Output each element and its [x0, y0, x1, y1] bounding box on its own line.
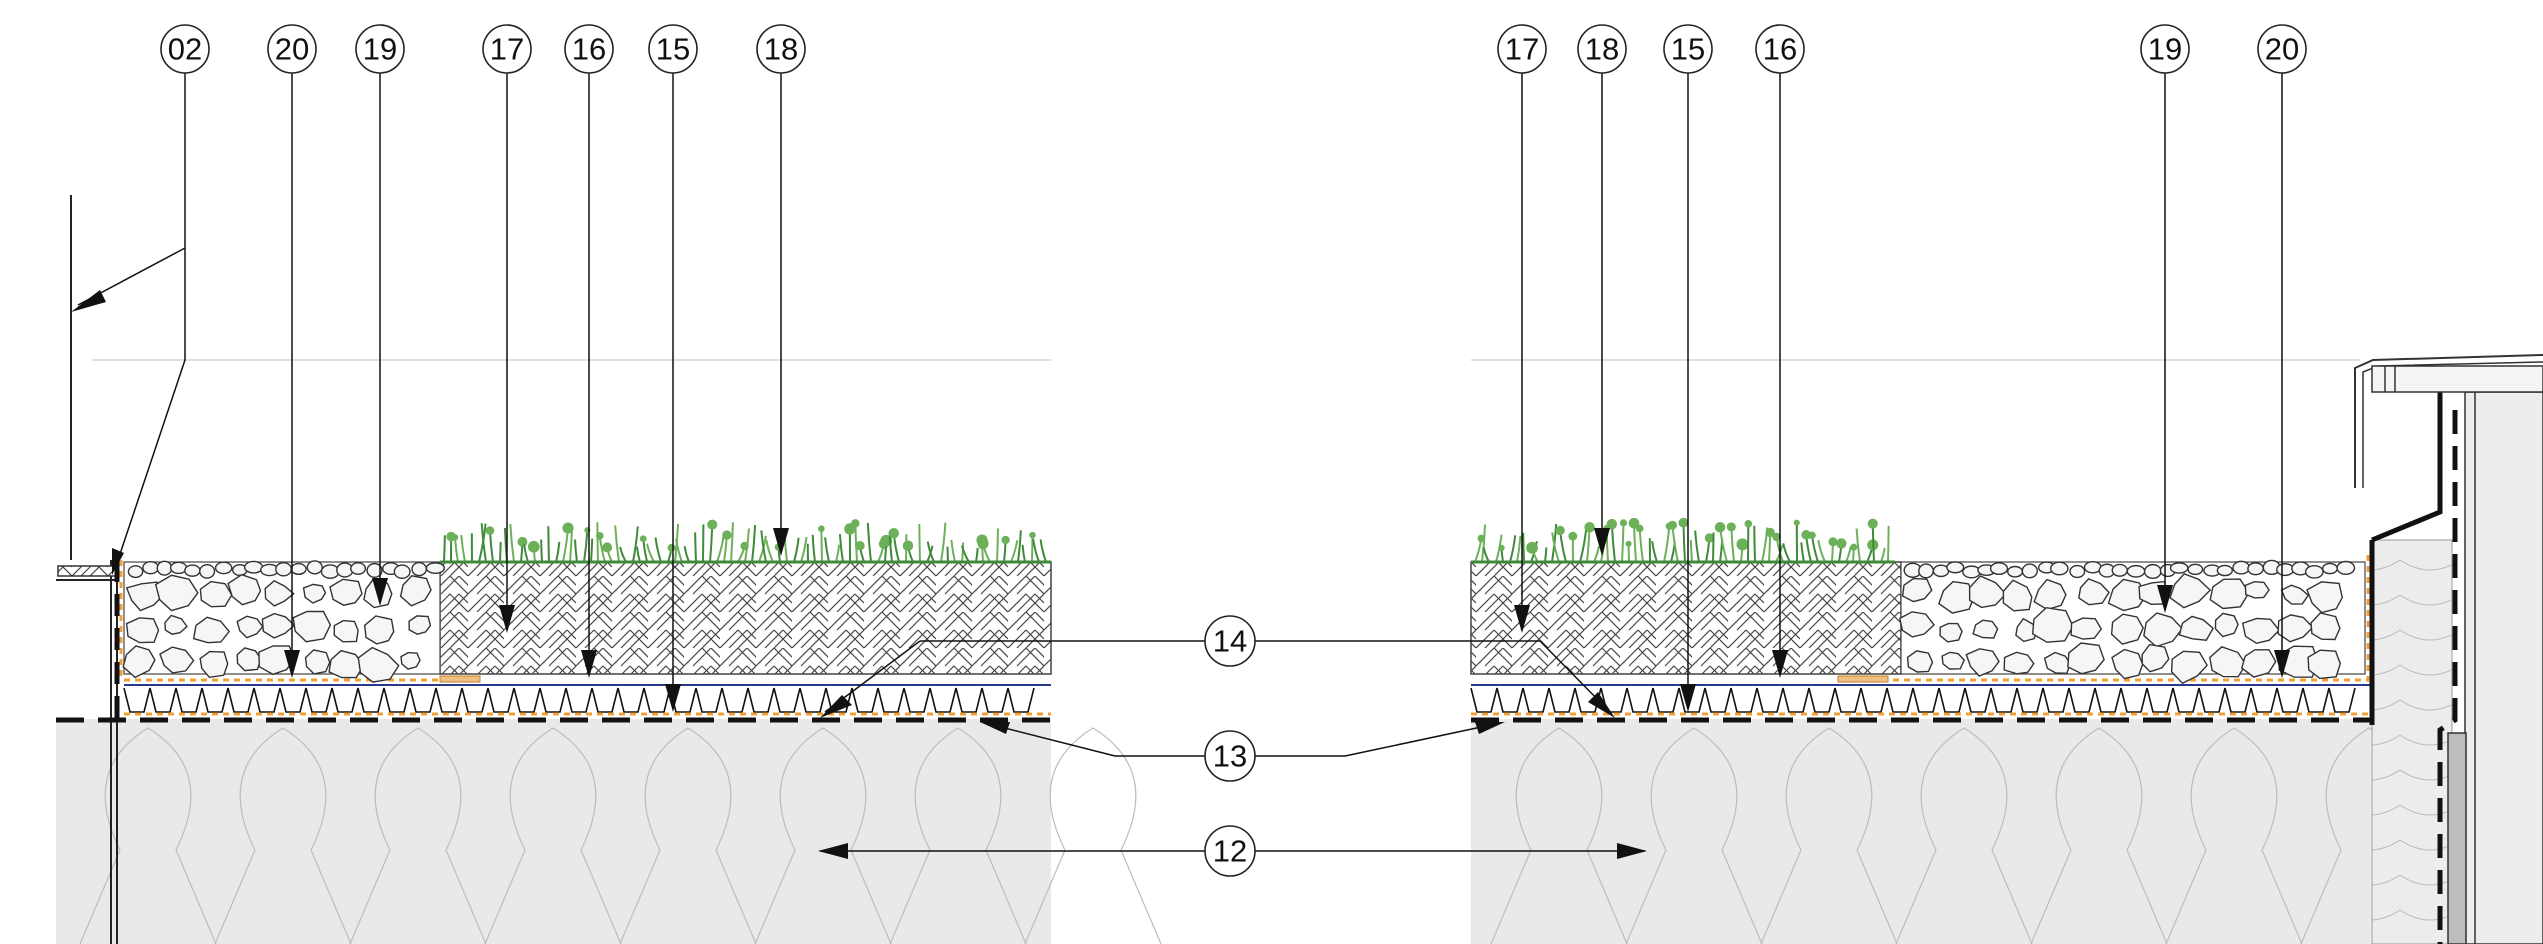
callout-02: 02	[160, 24, 210, 74]
callout-19-right-label: 19	[2148, 32, 2182, 67]
vegetation-right	[1471, 517, 1895, 564]
callout-13-label: 13	[1213, 739, 1247, 774]
gravel-strip-right	[1899, 559, 2366, 685]
callout-19-right: 19	[2140, 24, 2190, 74]
callout-16-left-label: 16	[572, 32, 606, 67]
callout-18-right-label: 18	[1585, 32, 1619, 67]
callout-16-right: 16	[1755, 24, 1805, 74]
callout-14: 14	[1204, 615, 1256, 667]
callout-15-right: 15	[1663, 24, 1713, 74]
callout-19-left-label: 19	[363, 32, 397, 67]
callout-13: 13	[1204, 730, 1256, 782]
arrowheads	[71, 290, 2290, 859]
callout-15-left: 15	[648, 24, 698, 74]
callout-18-left-label: 18	[764, 32, 798, 67]
callout-20-right: 20	[2257, 24, 2307, 74]
right-parapet	[2354, 354, 2543, 944]
callout-15-right-label: 15	[1671, 32, 1705, 67]
callout-17-left-label: 17	[490, 32, 524, 67]
callout-12-label: 12	[1213, 834, 1247, 869]
callout-18-right: 18	[1577, 24, 1627, 74]
callout-18-left: 18	[756, 24, 806, 74]
callout-19-left: 19	[355, 24, 405, 74]
callout-16-right-label: 16	[1763, 32, 1797, 67]
substrate-left	[439, 561, 1052, 675]
callout-14-label: 14	[1213, 624, 1247, 659]
thermal-insulation-left	[56, 719, 1162, 944]
left-wall	[56, 195, 119, 944]
callout-20-right-label: 20	[2265, 32, 2299, 67]
callout-20-left: 20	[267, 24, 317, 74]
callout-15-left-label: 15	[656, 32, 690, 67]
callout-17-right-label: 17	[1505, 32, 1539, 67]
callout-20-left-label: 20	[275, 32, 309, 67]
callout-16-left: 16	[564, 24, 614, 74]
vegetation-left	[440, 519, 1051, 564]
leader-lines	[77, 65, 2283, 852]
gravel-strip-left	[122, 560, 446, 683]
waterproof-membrane	[56, 555, 2372, 723]
callout-12: 12	[1204, 825, 1256, 877]
drainage-layer-left	[123, 684, 1051, 713]
substrate-right	[1470, 561, 1902, 675]
drainage-layer-right	[1470, 684, 2370, 713]
callout-02-label: 02	[168, 32, 202, 67]
thermal-insulation-right	[1471, 719, 2438, 944]
callout-17-right: 17	[1497, 24, 1547, 74]
callout-17-left: 17	[482, 24, 532, 74]
